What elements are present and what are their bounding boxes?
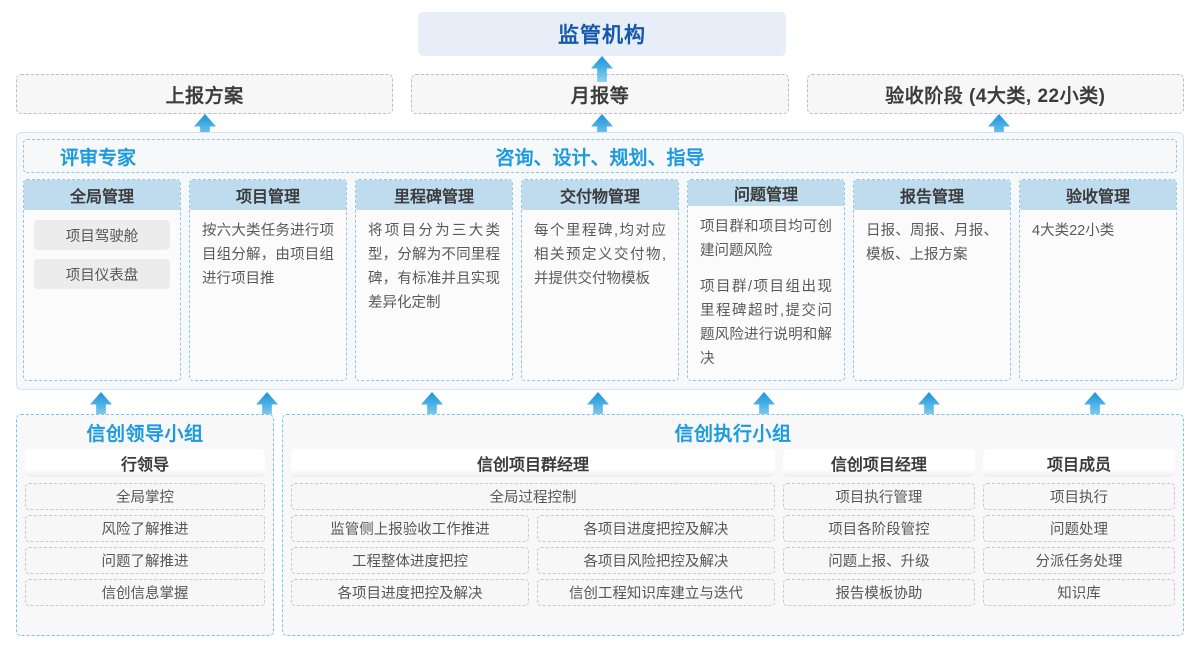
role-item[interactable]: 信创信息掌握 bbox=[25, 579, 265, 606]
role-head-project-manager: 信创项目经理 bbox=[782, 449, 975, 477]
card-acceptance-management[interactable]: 验收管理 4大类22小类 bbox=[1019, 179, 1177, 381]
column-project-manager: 信创项目经理 项目执行管理 项目各阶段管控 问题上报、升级 报告模板协助 bbox=[782, 449, 975, 627]
group-leadership: 信创领导小组 行领导 全局掌控 风险了解推进 问题了解推进 信创信息掌握 bbox=[16, 414, 274, 636]
column-project-member: 项目成员 项目执行 问题处理 分派任务处理 知识库 bbox=[982, 449, 1175, 627]
card-paragraph: 按六大类任务进行项目组分解，由项目组进行项目推 bbox=[202, 223, 334, 287]
pill-item[interactable]: 项目驾驶舱 bbox=[34, 220, 170, 250]
card-paragraph: 将项目分为三大类型，分解为不同里程碑，有标准并且实现差异化定制 bbox=[368, 223, 500, 311]
card-paragraph: 4大类22小类 bbox=[1032, 223, 1115, 239]
card-title: 里程碑管理 bbox=[356, 180, 512, 210]
card-title: 全局管理 bbox=[24, 180, 180, 210]
role-item[interactable]: 分派任务处理 bbox=[982, 547, 1175, 574]
card-body: 4大类22小类 bbox=[1020, 210, 1176, 380]
role-item[interactable]: 全局过程控制 bbox=[291, 483, 775, 510]
role-item[interactable]: 问题处理 bbox=[982, 515, 1175, 542]
group-leadership-title: 信创领导小组 bbox=[86, 424, 204, 445]
role-item[interactable]: 问题上报、升级 bbox=[782, 547, 975, 574]
card-body: 每个里程碑,均对应相关预定义交付物,并提供交付物模板 bbox=[522, 210, 678, 380]
execution-columns: 信创项目群经理 全局过程控制 监管侧上报验收工作推进 各项目进度把控及解决 工程… bbox=[291, 449, 1175, 627]
card-title: 项目管理 bbox=[190, 180, 346, 210]
role-item[interactable]: 报告模板协助 bbox=[782, 579, 975, 606]
role-item[interactable]: 信创工程知识库建立与迭代 bbox=[536, 579, 775, 606]
review-experts-label: 评审专家 bbox=[60, 147, 137, 169]
bottom-groups: 信创领导小组 行领导 全局掌控 风险了解推进 问题了解推进 信创信息掌握 信创执… bbox=[16, 414, 1184, 636]
report-row: 上报方案 月报等 验收阶段 (4大类, 22小类) bbox=[16, 74, 1184, 114]
role-head-program-manager: 信创项目群经理 bbox=[291, 449, 775, 477]
card-project-management[interactable]: 项目管理 按六大类任务进行项目组分解，由项目组进行项目推 bbox=[189, 179, 347, 381]
card-paragraph: 每个里程碑,均对应相关预定义交付物,并提供交付物模板 bbox=[534, 223, 666, 287]
program-manager-items: 监管侧上报验收工作推进 各项目进度把控及解决 工程整体进度把控 各项目风险把控及… bbox=[291, 515, 775, 611]
role-item[interactable]: 风险了解推进 bbox=[25, 515, 265, 542]
group-execution: 信创执行小组 信创项目群经理 全局过程控制 监管侧上报验收工作推进 各项目进度把… bbox=[282, 414, 1184, 636]
pill-item[interactable]: 项目仪表盘 bbox=[34, 259, 170, 289]
card-issue-management[interactable]: 问题管理 项目群和项目均可创建问题风险 项目群/项目组出现里程碑超时,提交问题风… bbox=[687, 179, 845, 381]
management-cards: 全局管理 项目驾驶舱 项目仪表盘 项目管理 按六大类任务进行项目组分解，由项目组… bbox=[23, 179, 1177, 381]
role-item[interactable]: 项目执行 bbox=[982, 483, 1175, 510]
role-head-bank-leader: 行领导 bbox=[25, 449, 265, 477]
role-item[interactable]: 各项目进度把控及解决 bbox=[291, 579, 529, 606]
role-item[interactable]: 知识库 bbox=[982, 579, 1175, 606]
role-item[interactable]: 项目各阶段管控 bbox=[782, 515, 975, 542]
regulator-box: 监管机构 bbox=[418, 12, 786, 56]
role-item[interactable]: 各项目进度把控及解决 bbox=[536, 515, 775, 542]
card-title: 交付物管理 bbox=[522, 180, 678, 210]
report-box-acceptance: 验收阶段 (4大类, 22小类) bbox=[806, 74, 1184, 114]
card-paragraph: 项目群和项目均可创建问题风险 bbox=[700, 219, 832, 260]
card-body: 日报、周报、月报、模板、上报方案 bbox=[854, 210, 1010, 380]
card-title: 报告管理 bbox=[854, 180, 1010, 210]
role-item[interactable]: 问题了解推进 bbox=[25, 547, 265, 574]
consulting-panel: 评审专家 咨询、设计、规划、指导 全局管理 项目驾驶舱 项目仪表盘 项目管理 按… bbox=[16, 132, 1184, 390]
card-pill-list: 项目驾驶舱 项目仪表盘 bbox=[24, 210, 180, 298]
report-box-monthly: 月报等 bbox=[411, 74, 789, 114]
role-head-project-member: 项目成员 bbox=[982, 449, 1175, 477]
card-body: 按六大类任务进行项目组分解，由项目组进行项目推 bbox=[190, 210, 346, 380]
card-title: 问题管理 bbox=[688, 180, 844, 207]
role-item[interactable]: 全局掌控 bbox=[25, 483, 265, 510]
consulting-panel-header: 评审专家 咨询、设计、规划、指导 bbox=[23, 139, 1177, 173]
role-item[interactable]: 各项目风险把控及解决 bbox=[536, 547, 775, 574]
role-item[interactable]: 监管侧上报验收工作推进 bbox=[291, 515, 529, 542]
card-paragraph: 日报、周报、月报、模板、上报方案 bbox=[866, 223, 998, 263]
report-box-plan: 上报方案 bbox=[16, 74, 394, 114]
card-global-management[interactable]: 全局管理 项目驾驶舱 项目仪表盘 bbox=[23, 179, 181, 381]
card-body: 将项目分为三大类型，分解为不同里程碑，有标准并且实现差异化定制 bbox=[356, 210, 512, 380]
role-item[interactable]: 项目执行管理 bbox=[782, 483, 975, 510]
group-execution-title: 信创执行小组 bbox=[674, 424, 792, 445]
card-paragraph: 项目群/项目组出现里程碑超时,提交问题风险进行说明和解决 bbox=[700, 279, 832, 368]
consulting-services-label: 咨询、设计、规划、指导 bbox=[495, 147, 705, 169]
card-deliverable-management[interactable]: 交付物管理 每个里程碑,均对应相关预定义交付物,并提供交付物模板 bbox=[521, 179, 679, 381]
card-report-management[interactable]: 报告管理 日报、周报、月报、模板、上报方案 bbox=[853, 179, 1011, 381]
column-program-manager: 信创项目群经理 全局过程控制 监管侧上报验收工作推进 各项目进度把控及解决 工程… bbox=[291, 449, 775, 627]
card-title: 验收管理 bbox=[1020, 180, 1176, 210]
role-item[interactable]: 工程整体进度把控 bbox=[291, 547, 529, 574]
card-milestone-management[interactable]: 里程碑管理 将项目分为三大类型，分解为不同里程碑，有标准并且实现差异化定制 bbox=[355, 179, 513, 381]
card-body: 项目群和项目均可创建问题风险 项目群/项目组出现里程碑超时,提交问题风险进行说明… bbox=[688, 206, 844, 380]
